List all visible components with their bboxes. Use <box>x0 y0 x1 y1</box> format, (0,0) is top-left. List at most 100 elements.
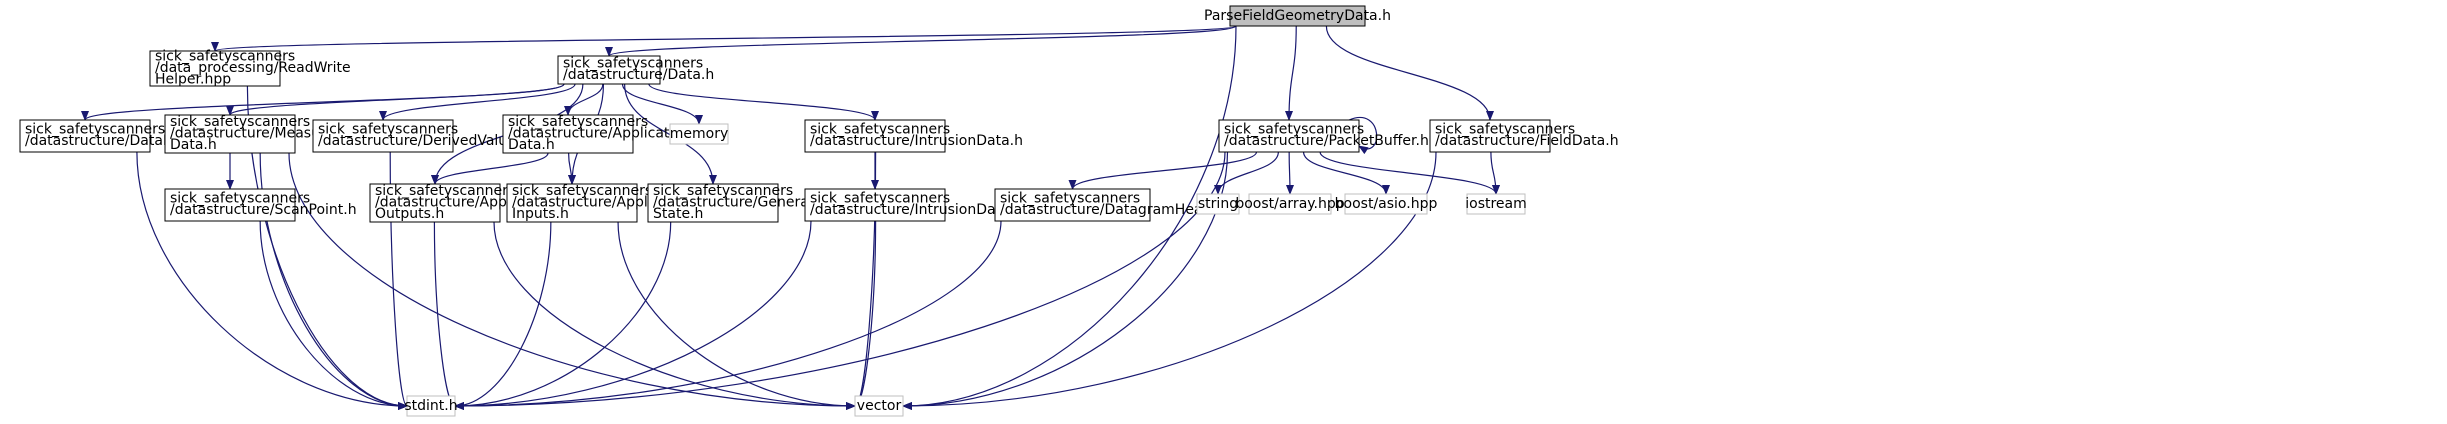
node-box-intrusiondatum[interactable] <box>804 188 946 222</box>
node-label-string-line-0: string <box>1198 196 1238 212</box>
edge-scanpoint-to-stdint <box>259 220 408 410</box>
node-box-gensys[interactable] <box>647 183 779 223</box>
node-derived[interactable]: sick_safetyscanners/datastructure/Derive… <box>312 119 536 153</box>
node-label-appinputs-line-2: Inputs.h <box>512 206 569 222</box>
node-box-appoutputs[interactable] <box>369 183 501 223</box>
node-scanpoint[interactable]: sick_safetyscanners/datastructure/ScanPo… <box>164 188 357 222</box>
node-box-parse <box>1229 5 1366 27</box>
edge-packetbuffer-to-iostream <box>1319 151 1500 195</box>
node-box-packetbuffer[interactable] <box>1218 119 1360 153</box>
node-box-string <box>1196 193 1240 215</box>
node-label-datagram-line-0: sick_safetyscanners <box>1000 191 1140 207</box>
node-label-appdata-line-0: sick_safetyscanners <box>508 114 648 130</box>
node-datagram[interactable]: sick_safetyscanners/datastructure/Datagr… <box>994 188 1238 222</box>
node-iostream: iostream <box>1465 193 1527 215</box>
edge-fielddata-to-vector <box>902 151 1437 410</box>
edge-appoutputs-to-vector <box>493 221 856 410</box>
node-box-array <box>1248 193 1332 215</box>
edge-data-to-derived <box>379 83 576 121</box>
node-appinputs[interactable]: sick_safetyscanners/datastructure/Applic… <box>506 183 695 223</box>
node-label-dataheader-line-0: sick_safetyscanners <box>25 122 165 138</box>
node-box-measurement[interactable] <box>164 114 296 154</box>
node-label-appoutputs-line-2: Outputs.h <box>375 206 444 222</box>
node-label-appdata-line-1: /datastructure/Application <box>508 125 691 141</box>
node-box-appinputs[interactable] <box>506 183 638 223</box>
node-box-rwhelper[interactable] <box>149 50 281 87</box>
node-label-intrusiondatum-line-0: sick_safetyscanners <box>810 191 950 207</box>
edge-data-to-intrusiondata <box>648 83 879 121</box>
node-label-stdint-line-0: stdint.h <box>404 398 457 414</box>
node-label-fielddata-line-1: /datastructure/FieldData.h <box>1435 133 1619 149</box>
node-box-data[interactable] <box>557 55 661 85</box>
node-label-rwhelper-line-0: sick_safetyscanners <box>155 48 295 64</box>
node-label-rwhelper-line-1: /data_processing/ReadWrite <box>155 60 351 76</box>
edge-parse-to-fielddata <box>1325 25 1494 121</box>
node-label-appoutputs-line-0: sick_safetyscanners <box>375 183 515 199</box>
node-label-packetbuffer-line-1: /datastructure/PacketBuffer.h <box>1224 133 1429 149</box>
node-label-array-line-0: boost/array.hpp <box>1235 196 1344 212</box>
edge-intrusiondatum-to-vector <box>854 220 877 410</box>
edge-data-to-dataheader <box>81 83 565 121</box>
node-measurement[interactable]: sick_safetyscanners/datastructure/Measur… <box>164 114 371 154</box>
node-box-intrusiondata[interactable] <box>804 119 946 153</box>
node-box-fielddata[interactable] <box>1429 119 1551 153</box>
node-label-fielddata-line-0: sick_safetyscanners <box>1435 122 1575 138</box>
node-appdata[interactable]: sick_safetyscanners/datastructure/Applic… <box>502 114 691 154</box>
node-intrusiondata[interactable]: sick_safetyscanners/datastructure/Intrus… <box>804 119 1023 153</box>
node-parse: ParseFieldGeometryData.h <box>1204 5 1391 27</box>
node-label-iostream-line-0: iostream <box>1465 196 1527 212</box>
node-box-memory <box>669 123 729 145</box>
node-label-derived-line-1: /datastructure/DerivedValues.h <box>318 133 536 149</box>
edge-gensys-to-stdint <box>454 221 672 410</box>
node-intrusiondatum[interactable]: sick_safetyscanners/datastructure/Intrus… <box>804 188 1037 222</box>
node-packetbuffer[interactable]: sick_safetyscanners/datastructure/Packet… <box>1218 119 1429 153</box>
edge-parse-to-rwhelper <box>211 25 1237 52</box>
edge-appoutputs-to-stdint <box>433 221 456 410</box>
edge-parse-to-data <box>605 25 1237 57</box>
node-box-datagram[interactable] <box>994 188 1151 222</box>
edge-appinputs-to-vector <box>617 221 856 410</box>
node-label-intrusiondata-line-0: sick_safetyscanners <box>810 122 950 138</box>
edge-fielddata-to-iostream <box>1490 151 1500 195</box>
node-label-data-line-0: sick_safetyscanners <box>563 56 703 72</box>
node-label-packetbuffer-line-0: sick_safetyscanners <box>1224 122 1364 138</box>
node-array: boost/array.hpp <box>1235 193 1345 215</box>
node-box-scanpoint[interactable] <box>164 188 296 222</box>
node-label-gensys-line-0: sick_safetyscanners <box>653 183 793 199</box>
node-rwhelper[interactable]: sick_safetyscanners/data_processing/Read… <box>149 48 351 87</box>
node-label-scanpoint-line-0: sick_safetyscanners <box>170 191 310 207</box>
node-stdint: stdint.h <box>404 395 458 417</box>
edge-packetbuffer-to-datagram <box>1068 151 1258 190</box>
node-label-appinputs-line-0: sick_safetyscanners <box>512 183 652 199</box>
node-label-scanpoint-line-1: /datastructure/ScanPoint.h <box>170 202 357 218</box>
node-label-measurement-line-2: Data.h <box>170 137 217 153</box>
edge-packetbuffer-to-asio <box>1302 151 1390 195</box>
node-label-asio-line-0: boost/asio.hpp <box>1335 196 1438 212</box>
edge-parse-to-packetbuffer <box>1285 25 1297 121</box>
edge-data-to-appdata <box>564 83 604 116</box>
node-data[interactable]: sick_safetyscanners/datastructure/Data.h <box>557 55 714 85</box>
node-label-vector-line-0: vector <box>857 398 902 414</box>
node-label-memory-line-0: memory <box>670 126 729 142</box>
node-fielddata[interactable]: sick_safetyscanners/datastructure/FieldD… <box>1429 119 1619 153</box>
node-vector: vector <box>854 395 904 417</box>
node-label-derived-line-0: sick_safetyscanners <box>318 122 458 138</box>
nodes-layer: ParseFieldGeometryData.h sick_safetyscann… <box>19 5 1619 417</box>
node-label-intrusiondata-line-1: /datastructure/IntrusionData.h <box>810 133 1023 149</box>
edge-packetbuffer-to-array <box>1285 151 1294 195</box>
edge-appinputs-to-stdint <box>454 221 552 410</box>
node-label-rwhelper-line-2: Helper.hpp <box>155 71 231 87</box>
edge-parse-to-vector <box>902 25 1237 410</box>
node-label-data-line-1: /datastructure/Data.h <box>563 67 714 83</box>
node-box-dataheader[interactable] <box>19 119 151 153</box>
node-box-appdata[interactable] <box>502 114 634 154</box>
edge-dataheader-to-stdint <box>136 151 408 410</box>
edge-datagram-to-stdint <box>454 220 1002 410</box>
node-asio: boost/asio.hpp <box>1335 193 1438 215</box>
node-dataheader[interactable]: sick_safetyscanners/datastructure/DataHe… <box>19 119 226 153</box>
edge-intrusiondatum-to-stdint <box>454 220 812 410</box>
edge-packetbuffer-to-string <box>1214 151 1279 195</box>
node-label-parse-line-0: ParseFieldGeometryData.h <box>1204 8 1391 24</box>
node-box-derived[interactable] <box>312 119 454 153</box>
